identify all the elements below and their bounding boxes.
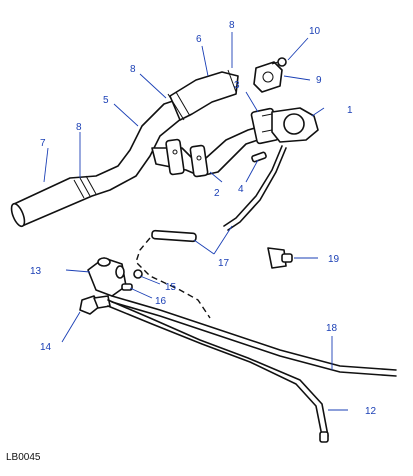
hose-6: [167, 69, 239, 121]
reference-code: LB0045: [6, 452, 41, 463]
callout-8-middle: 8: [130, 64, 136, 75]
sensor-14: [79, 295, 111, 315]
callout-8-left: 8: [76, 122, 82, 133]
callout-18: 18: [326, 323, 338, 334]
callout-13: 13: [30, 266, 42, 277]
callout-3: 3: [234, 80, 240, 91]
harness-12: [107, 299, 329, 443]
callout-19: 19: [328, 254, 340, 265]
callout-9: 9: [316, 75, 322, 86]
pipe-2: [151, 125, 265, 178]
callout-14: 14: [40, 342, 52, 353]
callout-8-top: 8: [229, 20, 235, 31]
callout-16: 16: [155, 296, 167, 307]
callout-10: 10: [309, 26, 321, 37]
pipe-18: [111, 295, 397, 377]
callout-5: 5: [103, 95, 109, 106]
callout-labels: 1 2 3 4 5 6 7 8 8 8 9 10 12 13 14 15 16 …: [30, 20, 377, 417]
callout-7: 7: [40, 138, 46, 149]
egr-valve-1: [250, 107, 319, 145]
callout-4: 4: [238, 184, 244, 195]
bolt-10: [271, 57, 287, 67]
callout-1: 1: [347, 105, 353, 116]
callout-17: 17: [218, 258, 230, 269]
fitting-16: [121, 283, 133, 291]
callout-6: 6: [196, 34, 202, 45]
gasket-9: [253, 61, 283, 93]
clip-19: [267, 247, 293, 269]
callout-2: 2: [214, 188, 220, 199]
bolt-4: [251, 151, 267, 163]
leader-lines: [43, 32, 348, 411]
callout-12: 12: [365, 406, 377, 417]
callout-15: 15: [165, 282, 177, 293]
modulator-valve-13: [87, 257, 127, 297]
tube-17: [135, 145, 287, 319]
